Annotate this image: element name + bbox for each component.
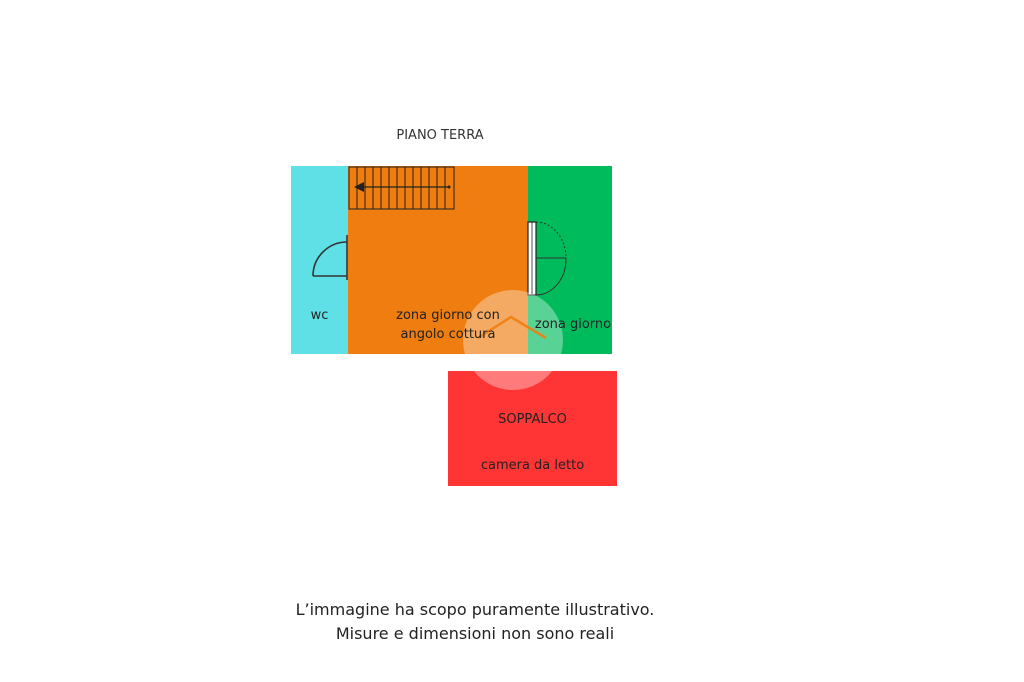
room-wc-label: wc <box>310 308 329 323</box>
french-door-icon <box>527 221 567 296</box>
room-loft-label: camera da letto <box>480 458 585 473</box>
room-wc <box>291 166 348 354</box>
disclaimer-line1: L’immagine ha scopo puramente illustrati… <box>295 600 655 619</box>
room-kitchen <box>348 166 528 354</box>
door-swing-icon <box>312 235 348 280</box>
room-kitchen-label-line1: zona giorno con <box>396 308 500 323</box>
room-living-label: zona giorno <box>534 317 612 332</box>
room-kitchen-label-line2: angolo cottura <box>400 327 496 342</box>
floor-title: PIANO TERRA <box>396 128 484 143</box>
room-loft-title: SOPPALCO <box>498 412 567 427</box>
watermark-logo-icon <box>463 290 563 390</box>
stairs-icon <box>348 166 455 210</box>
room-loft <box>448 371 617 486</box>
disclaimer-line2: Misure e dimensioni non sono reali <box>335 624 615 643</box>
room-living <box>528 166 612 354</box>
